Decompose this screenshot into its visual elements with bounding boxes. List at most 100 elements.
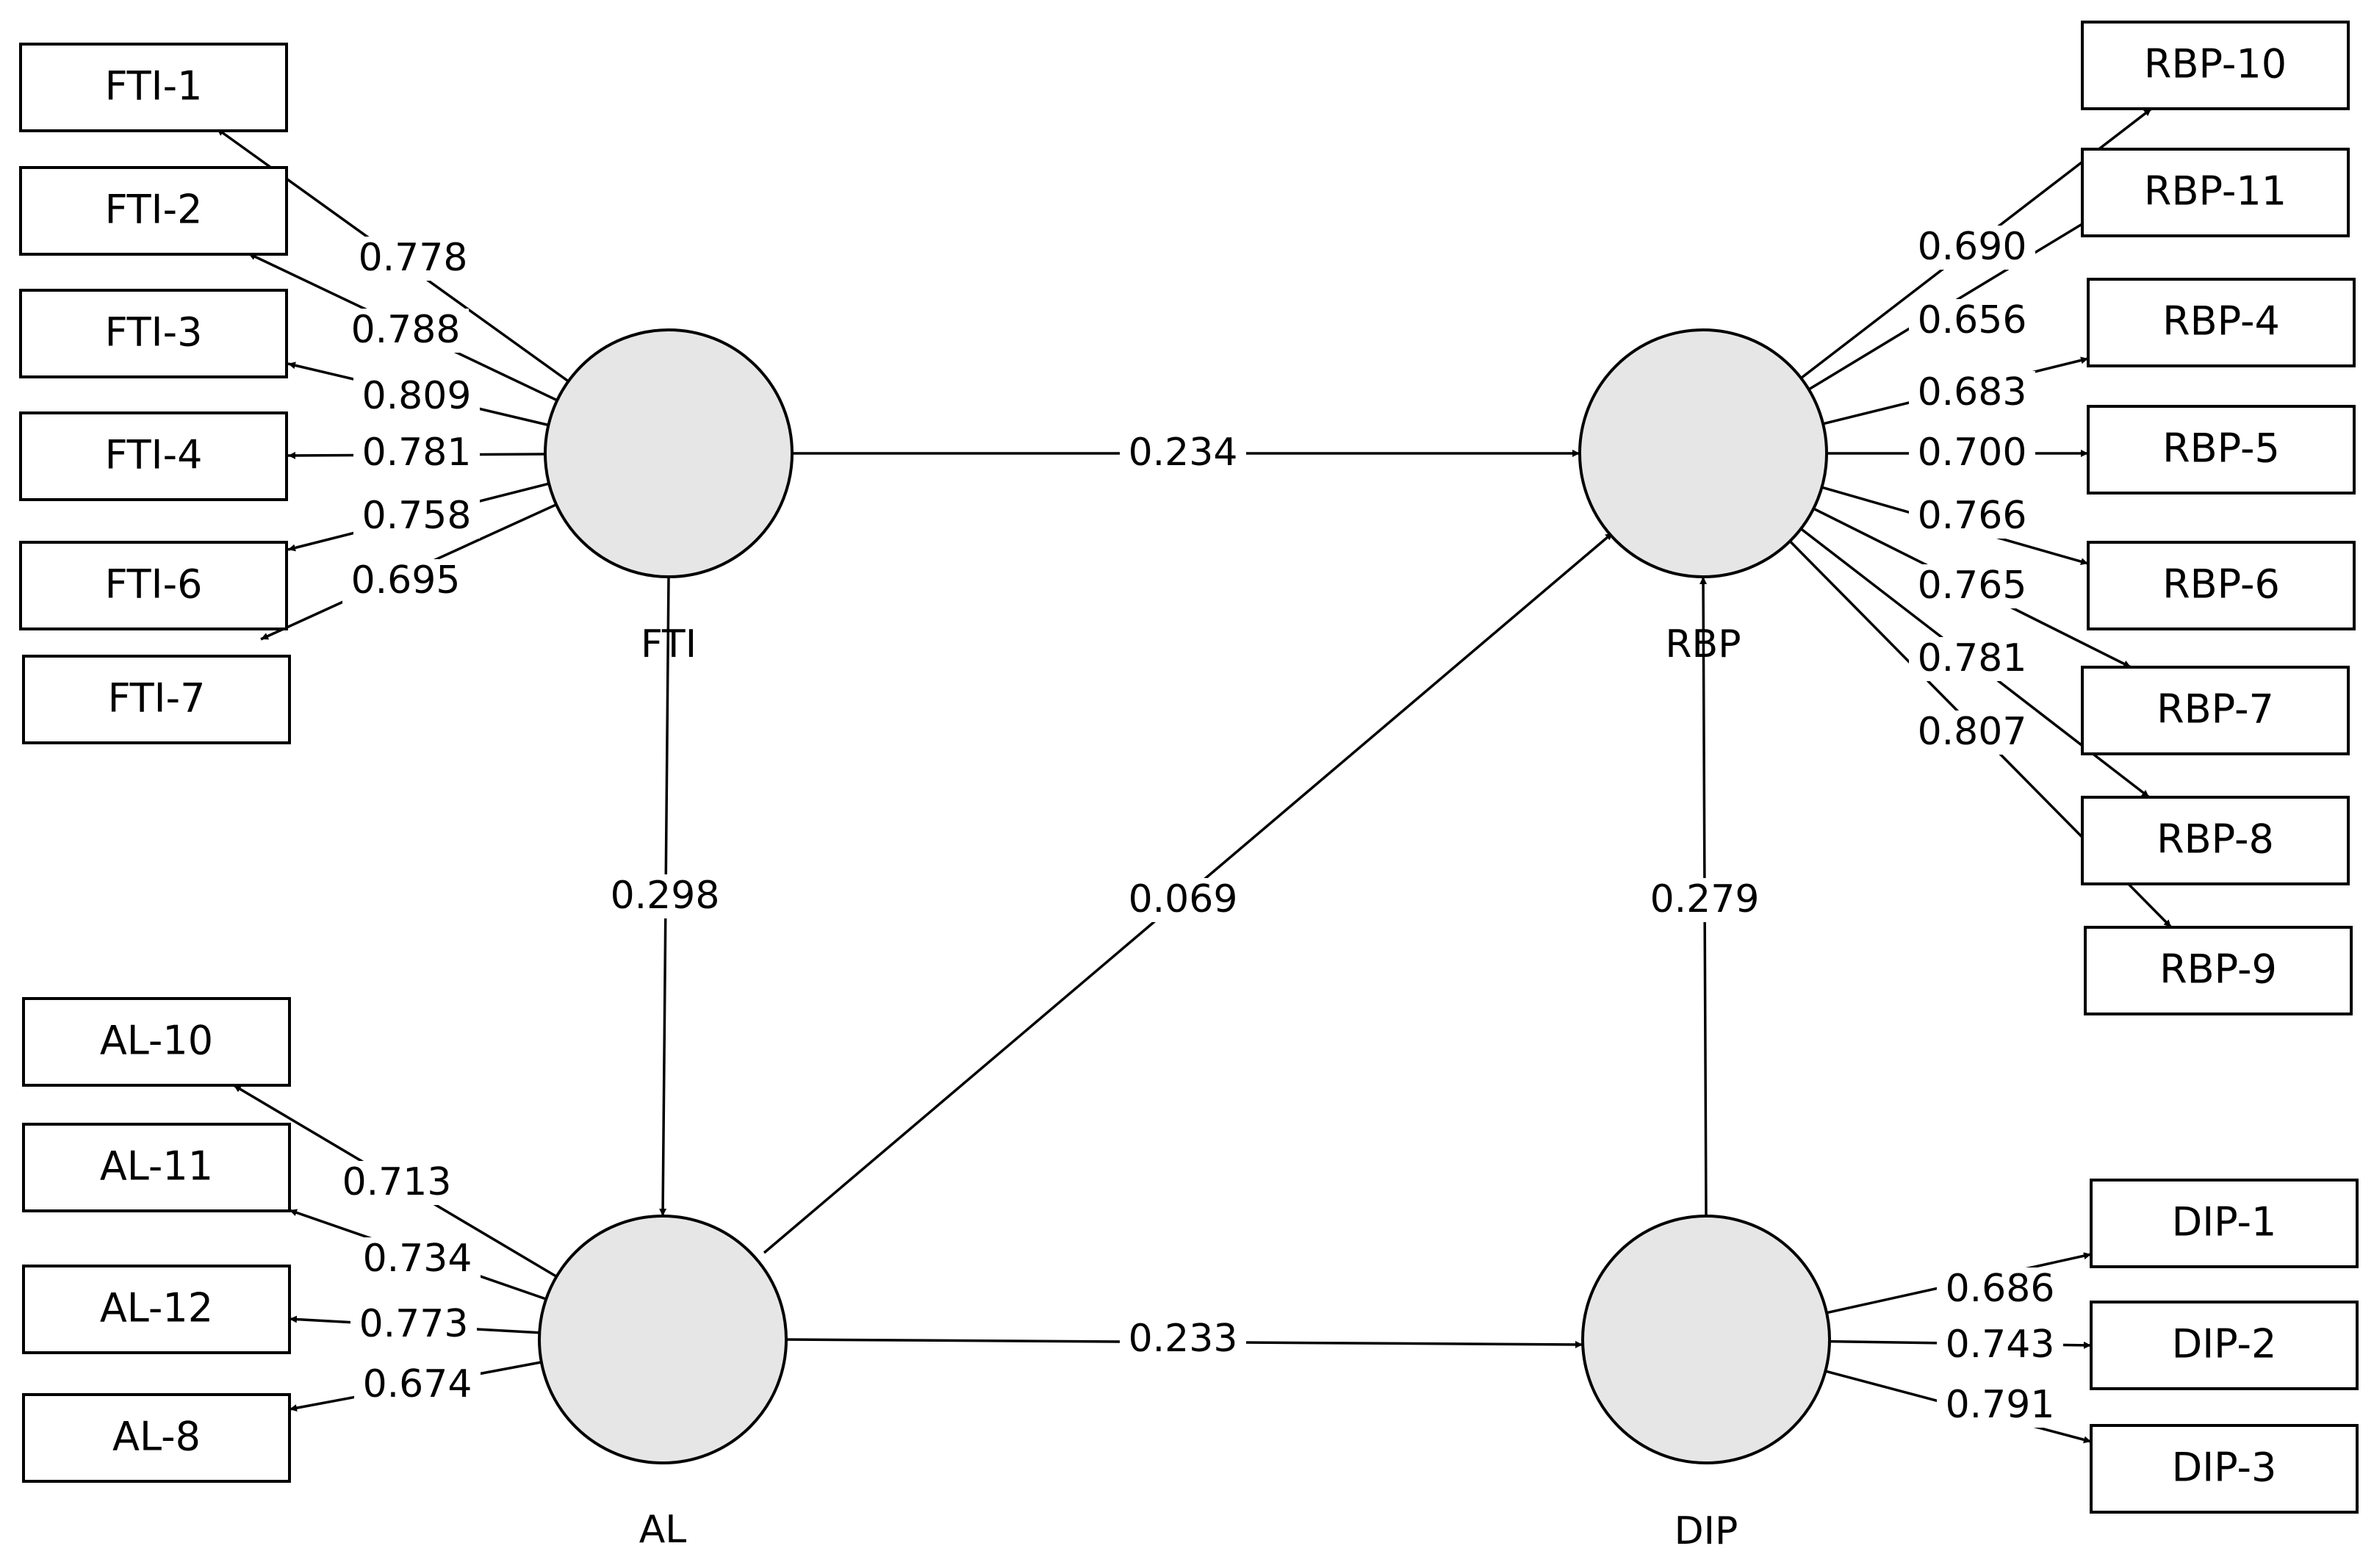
loading-arrow-rbp-11 [1808, 206, 2109, 391]
loading-al-12-text: 0.773 [359, 1302, 469, 1346]
loading-rbp-11-bg [1909, 299, 2035, 343]
loading-fti-7-bg [342, 559, 469, 603]
loading-dip-2-bg [1937, 1323, 2063, 1367]
loading-al-8-text: 0.674 [363, 1362, 472, 1406]
loading-fti-3: 0.809 [353, 374, 480, 419]
indicator-rbp-5[interactable]: RBP-5 [2087, 405, 2356, 495]
loading-rbp-9: 0.807 [1909, 710, 2035, 755]
loading-rbp-11: 0.656 [1909, 298, 2035, 343]
path-coefficient-al-dip-bg [1120, 1317, 1246, 1362]
construct-label-dip: DIP [1675, 1509, 1738, 1553]
loading-al-12: 0.773 [350, 1302, 477, 1347]
indicator-label-rbp-11: RBP-11 [2144, 168, 2287, 215]
loading-rbp-5: 0.700 [1909, 431, 2035, 475]
loading-fti-7: 0.695 [342, 558, 469, 603]
indicator-rbp-6[interactable]: RBP-6 [2087, 541, 2356, 630]
construct-label-al: AL [639, 1508, 687, 1552]
construct-circle-rbp [1578, 328, 1828, 578]
indicator-al-10[interactable]: AL-10 [22, 997, 291, 1087]
loading-rbp-10-bg [1909, 226, 2035, 270]
loading-rbp-6: 0.766 [1909, 494, 2035, 539]
loading-rbp-5-bg [1909, 431, 2035, 475]
loading-fti-2-text: 0.788 [351, 308, 461, 352]
indicator-dip-1[interactable]: DIP-1 [2090, 1179, 2359, 1268]
indicator-label-fti-6: FTI-6 [105, 561, 203, 608]
path-coefficient-al-rbp: 0.069 [1120, 877, 1246, 922]
construct-label-fti: FTI [641, 622, 697, 666]
indicator-box-al-10 [22, 997, 291, 1087]
path-coefficient-al-dip-text: 0.233 [1129, 1317, 1238, 1361]
indicator-fti-1[interactable]: FTI-1 [19, 43, 288, 132]
construct-fti[interactable]: FTI [544, 328, 794, 666]
path-coefficient-fti-rbp: 0.234 [1120, 431, 1246, 475]
indicator-label-al-12: AL-12 [100, 1285, 213, 1331]
loading-fti-2: 0.788 [342, 308, 469, 353]
indicator-fti-6[interactable]: FTI-6 [19, 541, 288, 630]
indicator-al-8[interactable]: AL-8 [22, 1393, 291, 1483]
edges-layer [215, 107, 2173, 1444]
loading-dip-1: 0.686 [1937, 1267, 2063, 1312]
indicator-label-rbp-5: RBP-5 [2162, 425, 2280, 472]
loading-fti-6-text: 0.758 [362, 494, 472, 538]
loading-rbp-4-bg [1909, 371, 2035, 415]
indicator-label-dip-3: DIP-3 [2172, 1445, 2277, 1491]
indicator-box-rbp-11 [2081, 148, 2350, 237]
indicator-label-rbp-9: RBP-9 [2159, 946, 2277, 993]
loading-fti-3-text: 0.809 [362, 374, 472, 418]
construct-circle-fti [544, 328, 794, 578]
indicator-box-fti-7 [22, 655, 291, 744]
indicator-box-al-8 [22, 1393, 291, 1483]
indicator-al-12[interactable]: AL-12 [22, 1265, 291, 1354]
indicator-al-11[interactable]: AL-11 [22, 1123, 291, 1212]
indicator-box-rbp-4 [2087, 278, 2356, 367]
indicator-box-rbp-6 [2087, 541, 2356, 630]
construct-dip[interactable]: DIP [1581, 1215, 1831, 1553]
construct-circle-dip [1581, 1215, 1831, 1464]
indicator-fti-4[interactable]: FTI-4 [19, 411, 288, 501]
indicator-label-al-11: AL-11 [100, 1143, 213, 1190]
path-coefficient-al-rbp-bg [1120, 878, 1246, 922]
loading-fti-2-bg [342, 309, 469, 353]
indicator-box-fti-1 [19, 43, 288, 132]
indicator-dip-3[interactable]: DIP-3 [2090, 1424, 2359, 1514]
loading-al-10-text: 0.713 [342, 1160, 452, 1204]
loading-al-11-text: 0.734 [363, 1237, 472, 1281]
path-coefficient-fti-al-bg [602, 874, 728, 918]
indicator-rbp-9[interactable]: RBP-9 [2084, 926, 2353, 1015]
loading-al-8-bg [354, 1363, 481, 1407]
construct-label-rbp: RBP [1665, 622, 1741, 666]
indicator-rbp-7[interactable]: RBP-7 [2081, 666, 2350, 755]
indicator-rbp-10[interactable]: RBP-10 [2081, 21, 2350, 110]
indicator-label-al-10: AL-10 [100, 1018, 213, 1064]
indicator-rbp-8[interactable]: RBP-8 [2081, 796, 2350, 885]
indicator-box-dip-1 [2090, 1179, 2359, 1268]
indicator-dip-2[interactable]: DIP-2 [2090, 1301, 2359, 1390]
indicator-fti-2[interactable]: FTI-2 [19, 166, 288, 256]
loading-al-8: 0.674 [354, 1362, 481, 1407]
construct-al[interactable]: AL [538, 1215, 788, 1552]
loading-dip-1-bg [1937, 1267, 2063, 1312]
indicator-label-rbp-7: RBP-7 [2157, 686, 2274, 733]
indicator-fti-3[interactable]: FTI-3 [19, 289, 288, 378]
loading-fti-3-bg [353, 375, 480, 419]
indicator-box-rbp-7 [2081, 666, 2350, 755]
indicator-box-rbp-9 [2084, 926, 2353, 1015]
indicator-label-fti-2: FTI-2 [105, 187, 203, 233]
indicator-rbp-4[interactable]: RBP-4 [2087, 278, 2356, 367]
loading-rbp-9-bg [1909, 711, 2035, 755]
loading-fti-6: 0.758 [353, 494, 480, 539]
loading-al-10: 0.713 [334, 1160, 460, 1205]
construct-rbp[interactable]: RBP [1578, 328, 1828, 666]
loading-fti-6-bg [353, 495, 480, 539]
constructs-layer: FTI RBP AL DIP [538, 328, 1831, 1553]
indicator-fti-7[interactable]: FTI-7 [22, 655, 291, 744]
loading-rbp-5-text: 0.700 [1918, 431, 2027, 475]
path-coefficient-fti-rbp-bg [1120, 431, 1246, 475]
loading-dip-2: 0.743 [1937, 1323, 2063, 1367]
loading-al-11-bg [354, 1237, 481, 1281]
indicator-rbp-11[interactable]: RBP-11 [2081, 148, 2350, 237]
loading-al-12-bg [350, 1303, 477, 1347]
loading-rbp-7-text: 0.765 [1918, 564, 2027, 608]
indicator-box-fti-3 [19, 289, 288, 378]
